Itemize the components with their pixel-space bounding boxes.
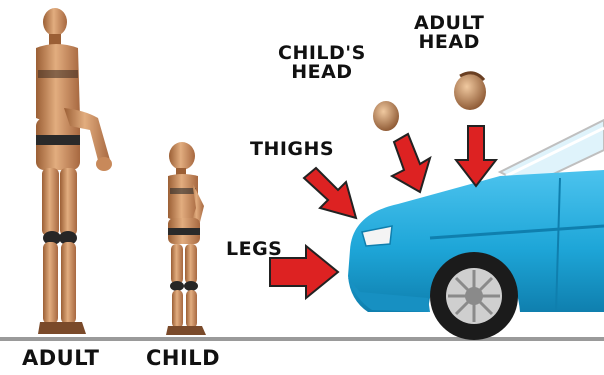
legs-label: LEGS (226, 240, 282, 259)
childs-head-label-line2: HEAD (278, 63, 366, 82)
child-label: CHILD (146, 348, 220, 369)
adult-head-label: ADULT HEAD (414, 14, 484, 52)
adult-label: ADULT (22, 348, 99, 369)
childs-head-label: CHILD'S HEAD (278, 44, 366, 82)
thighs-label: THIGHS (250, 140, 334, 159)
adult-head-label-line2: HEAD (414, 33, 484, 52)
